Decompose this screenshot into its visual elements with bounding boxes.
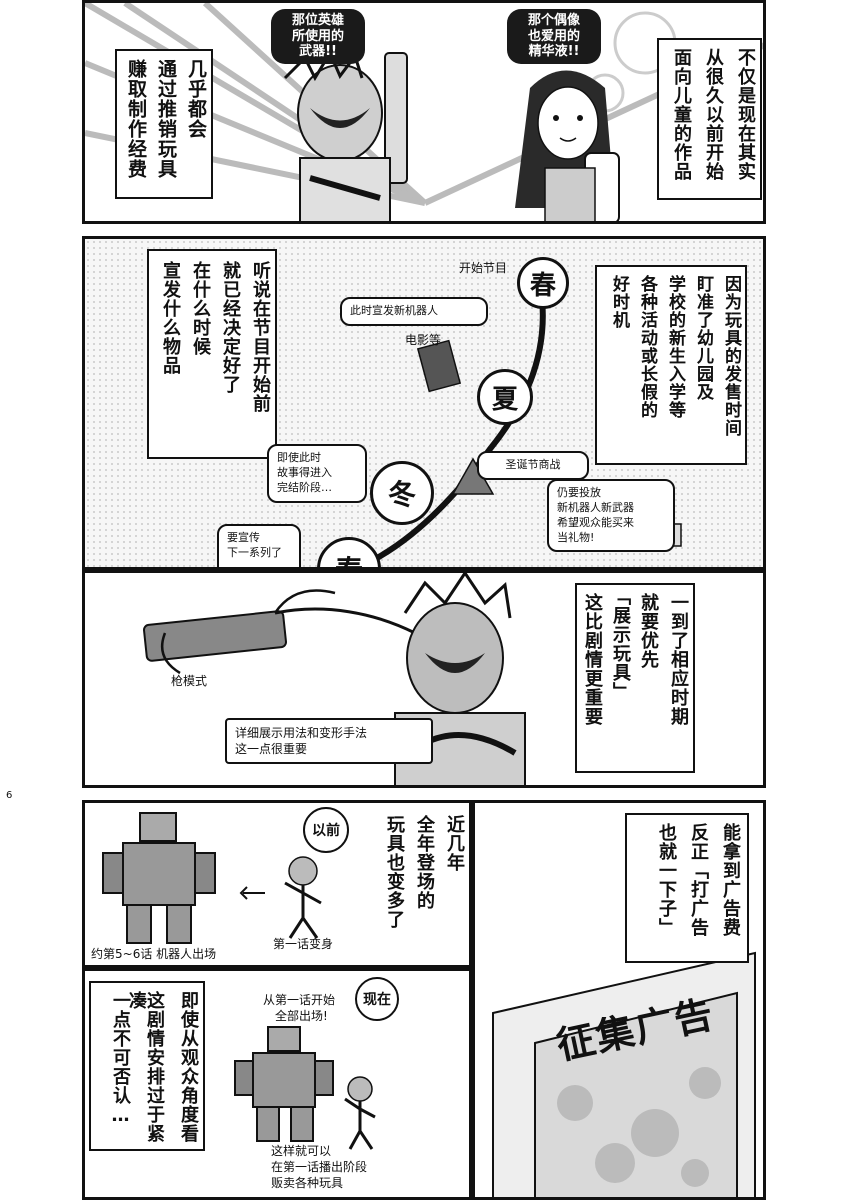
page-number: 6 [6, 790, 13, 801]
text-line: 新机器人新武器 [557, 500, 634, 514]
text-line: 武器!! [299, 44, 337, 60]
panel-5: 即使从观众角度看 这剧情安排过于紧凑 一点不可否认… 现在 从第一话开始 全部出… [82, 968, 472, 1200]
movie-note: 电影等 [405, 333, 442, 347]
robot-appearance-caption: 约第5~6话 机器人出场 [91, 947, 217, 961]
panel2-right-text-box: 因为玩具的发售时间 盯准了幼儿园及 学校的新生入学等 各种活动或长假的 好时机 [595, 265, 747, 465]
text-line: 当礼物! [557, 530, 595, 544]
all-appear-note: 从第一话开始 全部出场! [263, 993, 335, 1024]
panel-3: 枪模式 详细展示用法和变形手法 这一点很重要 一到了相应时期 就要优先 「展示玩… [82, 570, 766, 788]
text-line: 能拿到广告费 [720, 823, 741, 937]
text-line: 这比剧情更重要 [582, 593, 603, 726]
text-line: 在什么时候 [190, 261, 211, 356]
start-program-label: 开始节目 [459, 261, 508, 275]
new-robot-note: 此时宣发新机器人 [340, 297, 488, 326]
panel1-left-text-box: 几乎都会 通过推销玩具 赚取制作经费 [115, 49, 213, 199]
text-line: 通过推销玩具 [155, 59, 177, 179]
story-ending-note: 即使此时 故事得进入 完结阶段… [267, 444, 367, 503]
text-line: 面向儿童的作品 [671, 48, 692, 181]
text-line: 精华液!! [528, 44, 580, 60]
idol-serum-bubble: 那个偶像 也爱用的 精华液!! [507, 9, 601, 64]
text-line: 要宣传 [227, 531, 260, 544]
season-winter: 冬 [370, 461, 434, 525]
text-line: 这一点很重要 [235, 742, 308, 757]
text-line: 也就一下子」 [656, 823, 677, 937]
text-line: 详细展示用法和变形手法 [235, 726, 368, 740]
text-line: 即使此时 [277, 451, 321, 464]
christmas-battle-note: 圣诞节商战 [477, 451, 589, 480]
text-line: 就已经决定好了 [220, 261, 241, 394]
text-line: 贩卖各种玩具 [271, 1176, 344, 1191]
text-line: 一点不可否认… [110, 991, 131, 1127]
text-line: 听说在节目开始前 [250, 261, 271, 413]
text-line: 下一系列了~ [227, 545, 282, 570]
text-line: 这样就可以 [271, 1144, 332, 1158]
text-line: 完结阶段… [277, 480, 332, 494]
robot-and-hero-illustration [102, 812, 322, 944]
text-line: 盯准了幼儿园及 [693, 275, 713, 401]
text-line: 全部出场! [275, 1008, 328, 1023]
text-line: 「展示玩具」 [610, 587, 631, 701]
demonstration-caption: 详细展示用法和变形手法 这一点很重要 [225, 718, 433, 765]
text-line: 宣发什么物品 [160, 261, 181, 375]
panel-6: 能拿到广告费 反正「打广告 也就一下子」 征集广告 [472, 800, 766, 1200]
text-line: 那个偶像 [527, 13, 580, 28]
text-line: 反正「打广告 [688, 823, 709, 937]
gun-mode-label: 枪模式 [171, 674, 208, 688]
text-line: 近几年 [444, 815, 465, 872]
panel5-left-text-box: 即使从观众角度看 这剧情安排过于紧凑 一点不可否认… [89, 981, 205, 1151]
text-line: 学校的新生入学等 [665, 275, 685, 419]
text-line: 几乎都会 [185, 59, 207, 139]
season-spring-start: 春 [517, 257, 569, 309]
hero-weapon-bubble: 那位英雄 所使用的 武器!! [271, 9, 365, 64]
hero-aiming-gun-illustration [142, 573, 526, 785]
now-badge: 现在 [355, 977, 399, 1021]
panel1-right-text-box: 不仅是现在其实 从很久以前开始 面向儿童的作品 [657, 38, 762, 200]
text-line: 仍要投放 [557, 486, 601, 499]
text-line: 一到了相应时期 [668, 593, 689, 726]
panel-4: 以前 近几年 全年登场的 玩具也变多了 约第5~6话 机器人出场 第一话变身 [82, 800, 472, 968]
text-line: 从第一话开始 [263, 993, 336, 1007]
gift-note: 仍要投放 新机器人新武器 希望观众能买来 当礼物! [547, 479, 675, 553]
panel4-center-text-box: 近几年 全年登场的 玩具也变多了 [371, 809, 467, 939]
panel2-left-text-box: 听说在节目开始前 就已经决定好了 在什么时候 宣发什么物品 [147, 249, 277, 459]
first-episode-transform-caption: 第一话变身 [273, 937, 334, 951]
text-line: 所使用的 [291, 28, 344, 44]
idol-with-serum-illustration [515, 70, 620, 221]
panel-1: 几乎都会 通过推销玩具 赚取制作经费 那位英雄 所使用的 武器!! 那个偶像 也… [82, 0, 766, 224]
text-line: 赚取制作经费 [125, 59, 147, 179]
panel6-right-text-box: 能拿到广告费 反正「打广告 也就一下子」 [625, 813, 749, 963]
next-series-note: 要宣传 下一系列了~ [217, 524, 301, 570]
panel-2: 听说在节目开始前 就已经决定好了 在什么时候 宣发什么物品 开始节目 春 此时宣… [82, 236, 766, 570]
text-line: 就要优先 [638, 593, 659, 669]
text-line: 从很久以前开始 [703, 48, 724, 181]
text-line: 因为玩具的发售时间 [721, 275, 741, 437]
text-line: 在第一话播出阶段 [271, 1160, 368, 1175]
text-line: 玩具也变多了 [384, 815, 405, 929]
text-line: 不仅是现在其实 [735, 48, 756, 181]
text-line: 那位英雄 [291, 13, 344, 28]
panel3-right-text-box: 一到了相应时期 就要优先 「展示玩具」 这比剧情更重要 [575, 583, 695, 773]
before-badge: 以前 [303, 807, 349, 853]
text-line: 也爱用的 [527, 28, 580, 44]
text-line: 全年登场的 [414, 815, 435, 910]
text-line: 好时机 [609, 275, 629, 329]
hero-with-weapon-illustration [283, 49, 408, 221]
sell-toys-note: 这样就可以 在第一话播出阶段 贩卖各种玩具 [271, 1143, 367, 1192]
text-line: 各种活动或长假的 [637, 275, 657, 419]
text-line: 即使从观众角度看 [178, 991, 199, 1143]
text-line: 故事得进入 [277, 465, 332, 479]
billboard-illustration [492, 951, 756, 1197]
text-line: 希望观众能买来 [557, 515, 634, 529]
text-line: 这剧情安排过于紧凑 [126, 991, 165, 1143]
robot-and-hero-now-illustration [234, 1026, 376, 1150]
season-summer: 夏 [477, 369, 533, 425]
